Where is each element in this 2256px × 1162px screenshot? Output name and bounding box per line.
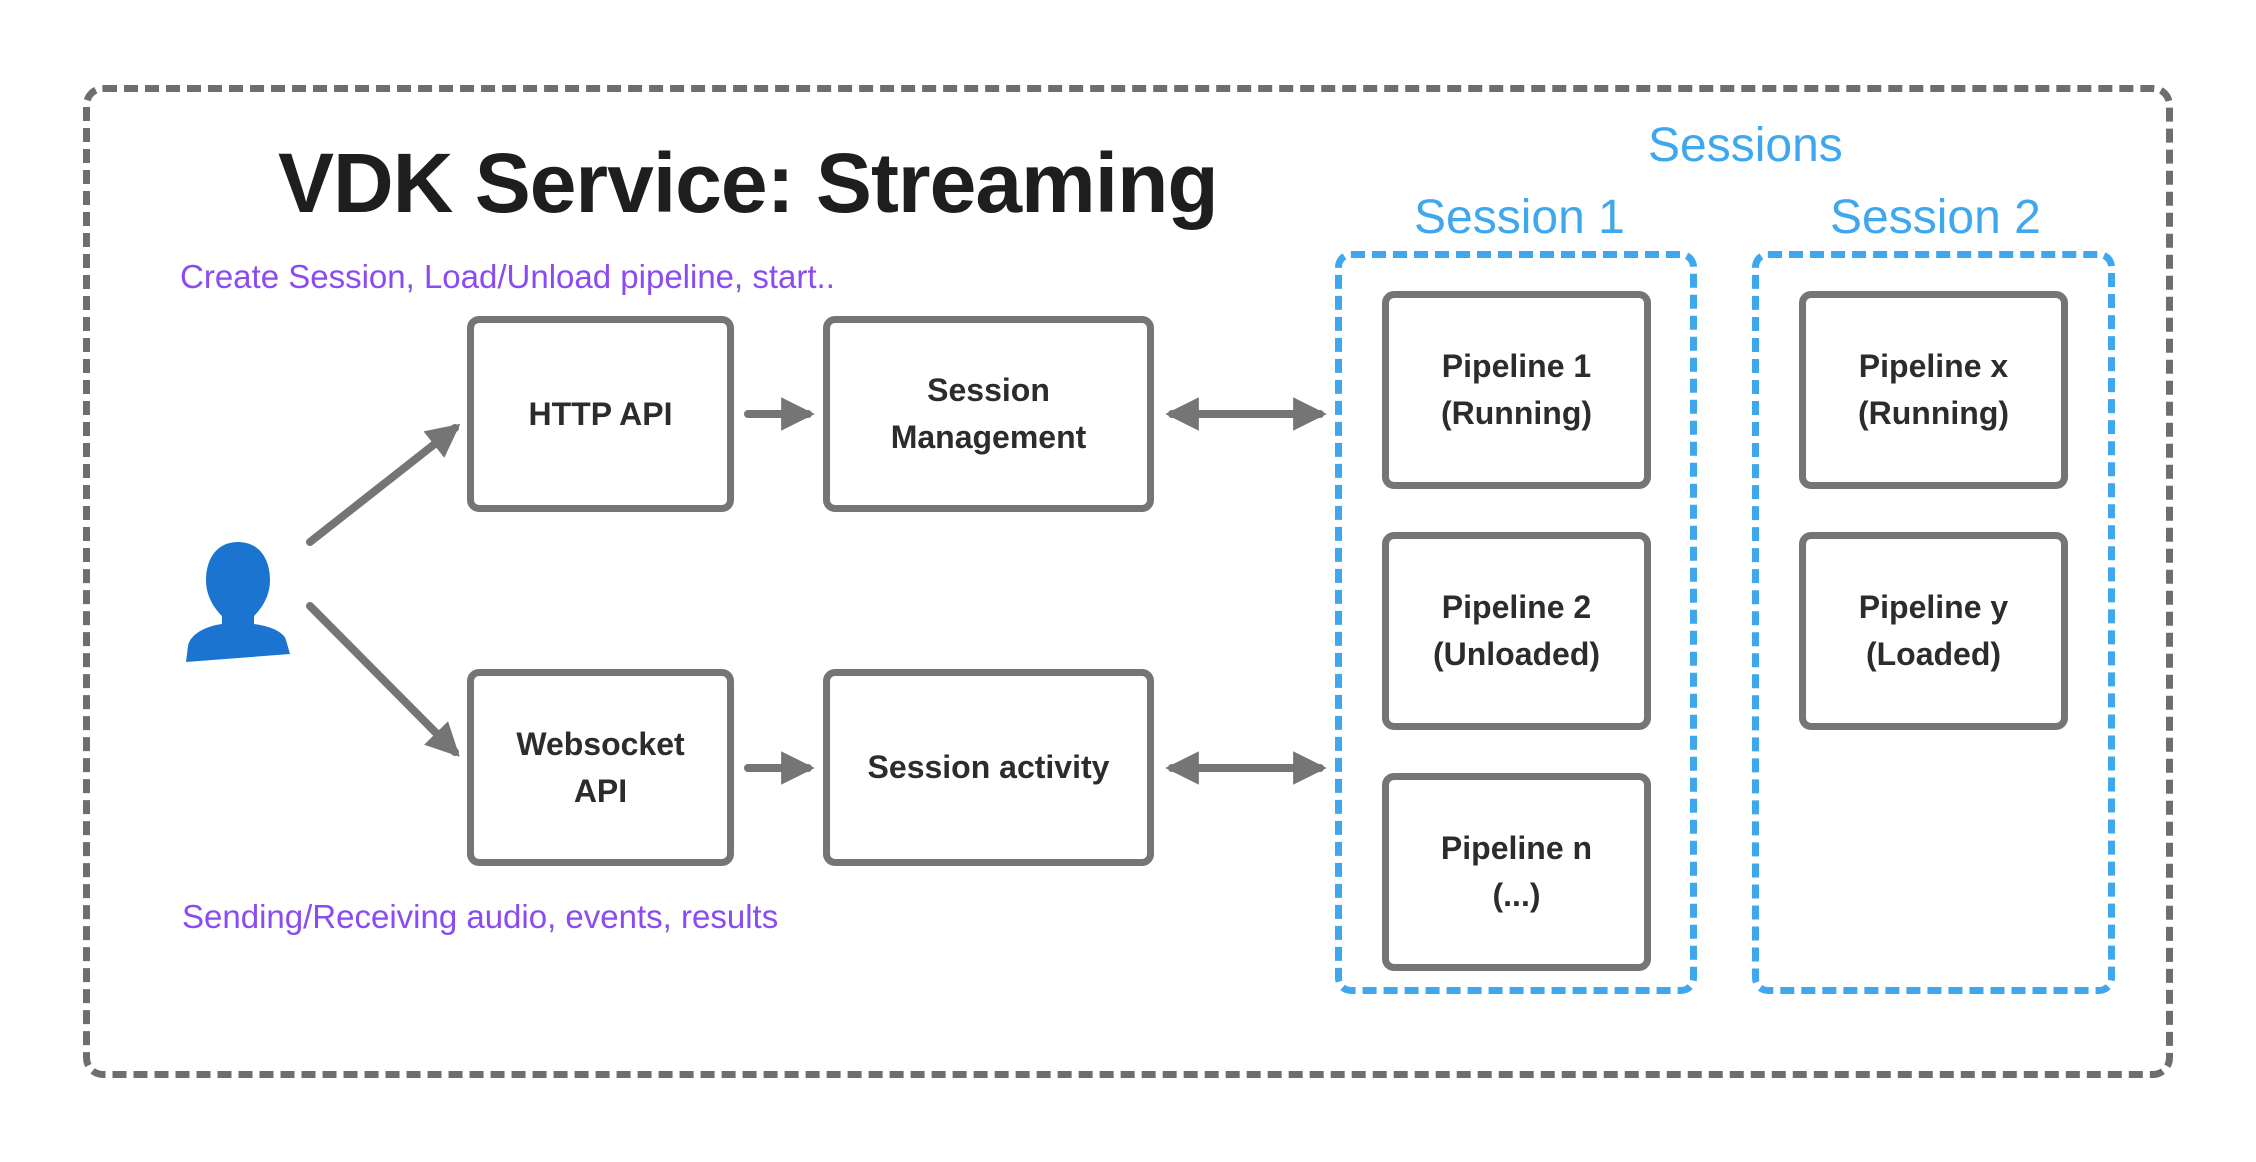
websocket-api-box: Websocket API xyxy=(467,669,734,866)
session-management-box: Session Management xyxy=(823,316,1154,512)
arrow-user-to-websocket-api xyxy=(306,602,460,757)
pipeline-y-box: Pipeline y (Loaded) xyxy=(1799,532,2068,730)
pipeline-n-box: Pipeline n (...) xyxy=(1382,773,1651,971)
pipeline-1-box: Pipeline 1 (Running) xyxy=(1382,291,1651,489)
sessions-label: Sessions xyxy=(1648,119,1843,172)
session-activity-box: Session activity xyxy=(823,669,1154,866)
session-1-label: Session 1 xyxy=(1414,191,1625,244)
session-2-label: Session 2 xyxy=(1830,191,2041,244)
arrow-user-to-http-api xyxy=(306,423,461,546)
websocket-api-note: Sending/Receiving audio, events, results xyxy=(182,898,779,935)
vdk-service-boundary xyxy=(83,85,2173,1078)
http-api-box: HTTP API xyxy=(467,316,734,512)
pipeline-2-box: Pipeline 2 (Unloaded) xyxy=(1382,532,1651,730)
diagram-title: VDK Service: Streaming xyxy=(278,136,1219,230)
pipeline-x-box: Pipeline x (Running) xyxy=(1799,291,2068,489)
http-api-note: Create Session, Load/Unload pipeline, st… xyxy=(180,258,835,295)
session-2-frame xyxy=(1752,251,2115,994)
user-icon xyxy=(181,537,295,666)
session-1-frame xyxy=(1335,251,1697,994)
